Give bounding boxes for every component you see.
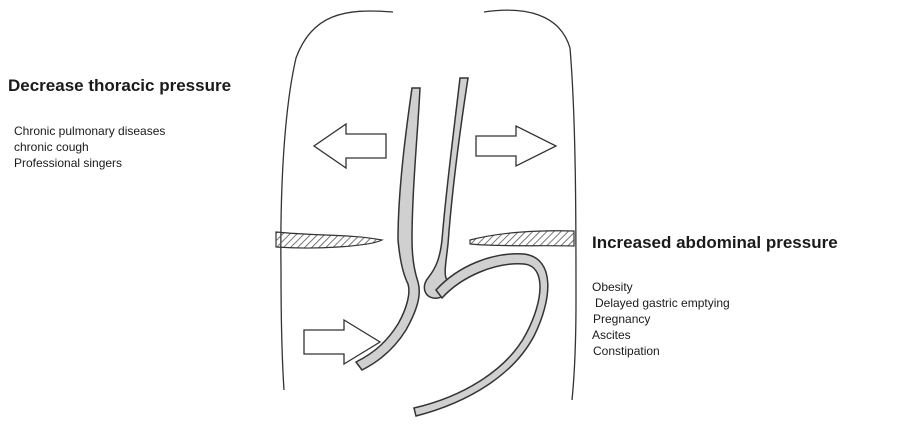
esophagus-left-wall xyxy=(356,88,420,370)
thoracic-cause-list: Chronic pulmonary diseases chronic cough… xyxy=(14,123,165,171)
list-item: Obesity xyxy=(592,279,730,295)
abdominal-heading: Increased abdominal pressure xyxy=(592,233,838,253)
abdominal-cause-list: Obesity Delayed gastric emptying Pregnan… xyxy=(592,279,730,359)
list-item: Ascites xyxy=(592,327,730,343)
list-item: Delayed gastric emptying xyxy=(592,295,730,311)
list-item: Chronic pulmonary diseases xyxy=(14,123,165,139)
left-outward-arrow xyxy=(314,124,386,168)
thoracic-heading: Decrease thoracic pressure xyxy=(8,76,231,96)
list-item: Pregnancy xyxy=(592,311,730,327)
list-item: Constipation xyxy=(592,343,730,359)
right-outward-arrow xyxy=(476,126,556,166)
list-item: chronic cough xyxy=(14,139,165,155)
diaphragm-left xyxy=(276,232,382,248)
list-item: Professional singers xyxy=(14,155,165,171)
esophagus-right-wall xyxy=(424,78,468,298)
diaphragm-right xyxy=(470,231,574,246)
